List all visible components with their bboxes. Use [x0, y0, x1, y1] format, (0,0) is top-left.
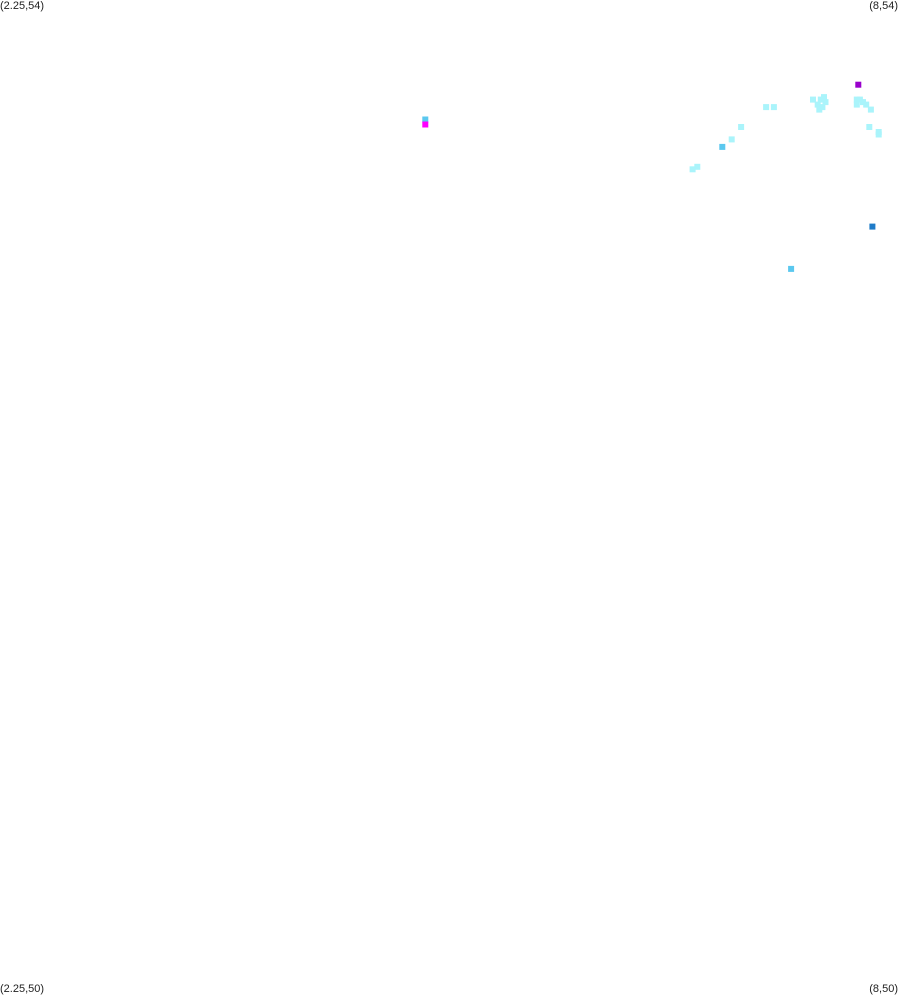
- map-point-1[interactable]: [422, 116, 429, 123]
- map-point-13[interactable]: [856, 96, 863, 103]
- map-point-18[interactable]: [866, 124, 873, 130]
- map-point-0[interactable]: [855, 81, 862, 88]
- map-point-23[interactable]: [719, 143, 726, 150]
- map-point-15[interactable]: [863, 101, 870, 108]
- map-point-6[interactable]: [814, 101, 821, 108]
- map-point-10[interactable]: [819, 104, 826, 111]
- map-point-2[interactable]: [422, 121, 429, 128]
- map-point-17[interactable]: [867, 106, 874, 113]
- map-point-8[interactable]: [821, 94, 827, 101]
- map-point-4[interactable]: [770, 104, 777, 111]
- map-point-7[interactable]: [817, 96, 824, 103]
- map-point-14[interactable]: [860, 99, 866, 106]
- map-point-24[interactable]: [694, 163, 701, 170]
- corner-label-bottom-right: (8,50): [869, 983, 898, 995]
- map-point-16[interactable]: [853, 101, 860, 108]
- map-point-3[interactable]: [763, 104, 770, 111]
- map-point-9[interactable]: [822, 99, 829, 106]
- map-point-21[interactable]: [738, 124, 745, 130]
- corner-label-top-left: (2.25,54): [0, 0, 45, 12]
- map-point-27[interactable]: [788, 265, 795, 272]
- map-point-20[interactable]: [875, 131, 882, 138]
- map-point-11[interactable]: [816, 106, 823, 113]
- map-point-25[interactable]: [689, 166, 696, 173]
- map-point-5[interactable]: [810, 96, 816, 103]
- corner-label-top-right: (8,54): [869, 0, 898, 12]
- corner-label-bottom-left: (2.25,50): [0, 983, 45, 995]
- map-point-22[interactable]: [728, 136, 735, 143]
- map-point-12[interactable]: [853, 96, 860, 103]
- map-point-26[interactable]: [869, 223, 876, 230]
